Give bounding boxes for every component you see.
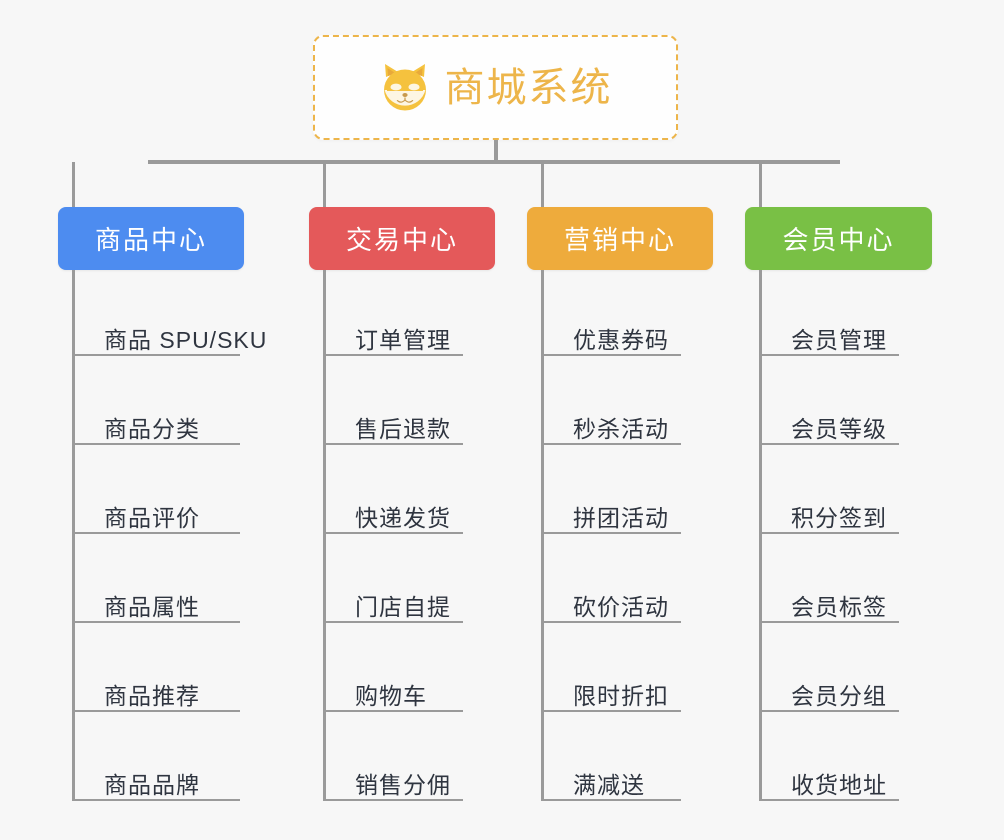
leaf-item-label: 商品评价: [104, 504, 200, 531]
leaf-item-label: 会员等级: [791, 415, 887, 442]
leaf-item-label: 积分签到: [791, 504, 887, 531]
leaf-item[interactable]: 会员标签: [759, 571, 899, 623]
category-node-label: 会员中心: [782, 225, 895, 255]
category-node-label: 营销中心: [563, 225, 676, 255]
category-node-label: 交易中心: [345, 225, 458, 255]
category-node-label: 商品中心: [94, 225, 207, 255]
leaf-item-label: 快递发货: [355, 504, 451, 531]
category-node-1[interactable]: 商品中心: [58, 207, 244, 270]
leaf-item[interactable]: 商品属性: [72, 571, 240, 623]
leaf-item[interactable]: 会员等级: [759, 393, 899, 445]
leaf-item[interactable]: 砍价活动: [541, 571, 681, 623]
connector-branch-4: [759, 162, 762, 207]
leaf-item[interactable]: 销售分佣: [323, 749, 463, 801]
leaf-item-label: 收货地址: [791, 771, 887, 798]
leaf-column-spine: [72, 270, 75, 801]
connector-horizontal-bus: [148, 160, 840, 164]
leaf-item-label: 限时折扣: [573, 682, 669, 709]
root-node-商城系统[interactable]: 商城系统: [313, 35, 678, 140]
leaf-item[interactable]: 购物车: [323, 660, 463, 712]
leaf-item[interactable]: 门店自提: [323, 571, 463, 623]
leaf-item-label: 满减送: [573, 771, 645, 798]
leaf-item-label: 商品品牌: [104, 771, 200, 798]
leaf-item-label: 优惠券码: [573, 326, 669, 353]
connector-branch-2: [323, 162, 326, 207]
leaf-item[interactable]: 商品 SPU/SKU: [72, 304, 266, 356]
leaf-item[interactable]: 商品品牌: [72, 749, 240, 801]
leaf-item[interactable]: 会员管理: [759, 304, 899, 356]
connector-branch-3: [541, 162, 544, 207]
leaf-column-spine: [541, 270, 544, 801]
leaf-item[interactable]: 快递发货: [323, 482, 463, 534]
leaf-item-label: 会员标签: [791, 593, 887, 620]
leaf-item-label: 砍价活动: [573, 593, 669, 620]
leaf-item-label: 拼团活动: [573, 504, 669, 531]
leaf-item-label: 销售分佣: [355, 771, 451, 798]
connector-branch-1: [72, 162, 75, 207]
root-node-title: 商城系统: [444, 65, 613, 110]
leaf-item[interactable]: 优惠券码: [541, 304, 681, 356]
leaf-item-label: 门店自提: [355, 593, 451, 620]
leaf-item[interactable]: 商品分类: [72, 393, 240, 445]
leaf-item-label: 订单管理: [355, 326, 451, 353]
leaf-item[interactable]: 限时折扣: [541, 660, 681, 712]
leaf-column-spine: [759, 270, 762, 801]
leaf-item-label: 会员管理: [791, 326, 887, 353]
category-node-2[interactable]: 交易中心: [309, 207, 495, 270]
leaf-item-label: 商品推荐: [104, 682, 200, 709]
leaf-item[interactable]: 会员分组: [759, 660, 899, 712]
leaf-item[interactable]: 秒杀活动: [541, 393, 681, 445]
connector-root-vertical: [494, 140, 498, 164]
leaf-column-spine: [323, 270, 326, 801]
shiba-dog-icon: [379, 63, 431, 113]
leaf-item[interactable]: 积分签到: [759, 482, 899, 534]
leaf-item-label: 购物车: [355, 682, 427, 709]
leaf-item-label: 商品属性: [104, 593, 200, 620]
leaf-item[interactable]: 售后退款: [323, 393, 463, 445]
leaf-item-label: 秒杀活动: [573, 415, 669, 442]
category-node-4[interactable]: 会员中心: [745, 207, 932, 270]
leaf-item[interactable]: 订单管理: [323, 304, 463, 356]
leaf-item-label: 售后退款: [355, 415, 451, 442]
leaf-item-label: 商品 SPU/SKU: [104, 326, 268, 353]
category-node-3[interactable]: 营销中心: [527, 207, 713, 270]
leaf-item[interactable]: 满减送: [541, 749, 681, 801]
leaf-item[interactable]: 商品评价: [72, 482, 240, 534]
leaf-item[interactable]: 商品推荐: [72, 660, 240, 712]
leaf-item[interactable]: 收货地址: [759, 749, 899, 801]
leaf-item[interactable]: 拼团活动: [541, 482, 681, 534]
leaf-item-label: 商品分类: [104, 415, 200, 442]
leaf-item-label: 会员分组: [791, 682, 887, 709]
